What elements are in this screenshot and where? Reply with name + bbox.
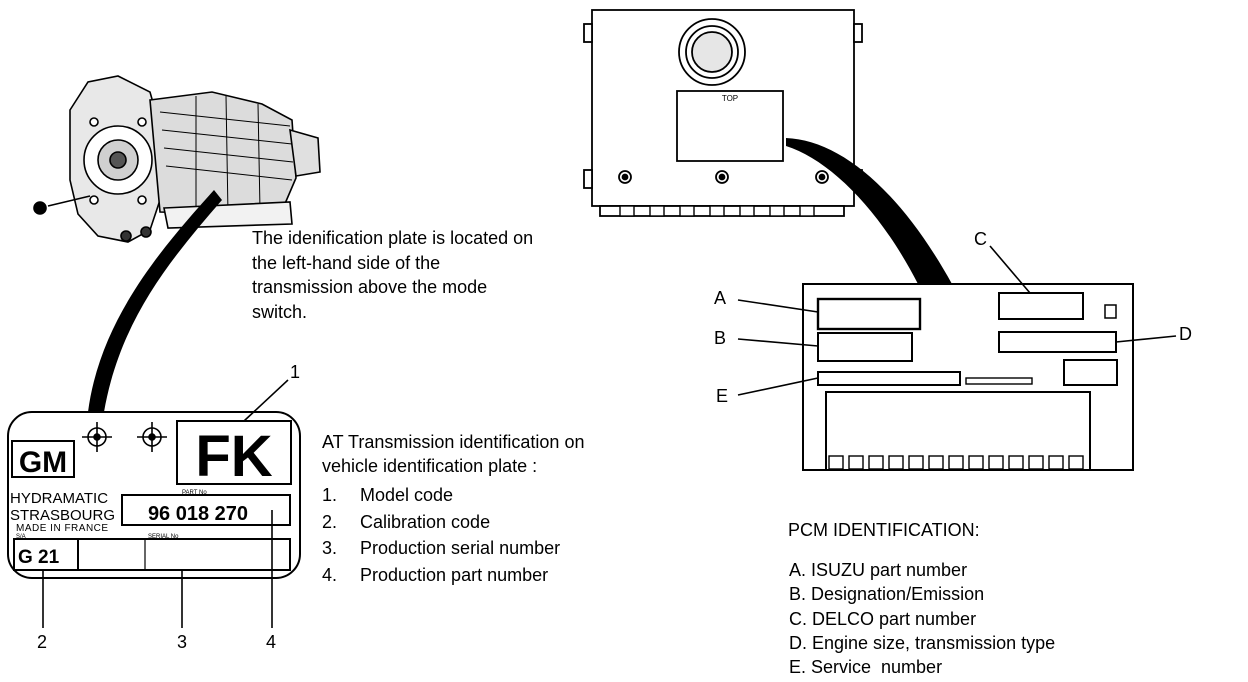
at-legend-num: 2. (322, 511, 338, 532)
callout-3: 3 (177, 632, 187, 652)
pcm-top-label: TOP (722, 94, 738, 103)
plate-sa-code: G 21 (18, 547, 60, 568)
transmission-to-plate-leader (88, 190, 222, 412)
at-legend-num: 3. (322, 538, 338, 558)
pcm-callout-lines (737, 245, 1177, 396)
callout-e: E (716, 386, 728, 406)
pcm-legend-item: E. Service number (789, 657, 943, 678)
plate-sa-label: S/A (16, 534, 26, 540)
transmission-illustration (33, 75, 321, 243)
plate-maker-line3: MADE IN FRANCE (16, 523, 109, 534)
crosshair-icon (137, 422, 167, 452)
at-legend-text: Calibration code (360, 511, 491, 532)
callout-2: 2 (37, 632, 47, 652)
at-legend-title-text: AT Transmission identification on vehicl… (322, 432, 585, 476)
pcm-legend-item: C. DELCO part number (789, 608, 977, 629)
at-legend-item: 3. Production serial number (322, 535, 560, 562)
callout-d: D (1179, 324, 1192, 344)
at-legend-title: AT Transmission identification on vehicl… (322, 430, 622, 478)
plate-model-code-box: FK (195, 424, 272, 489)
at-legend-text: Production part number (360, 564, 549, 585)
callout-4: 4 (266, 632, 276, 652)
at-legend-item: 4. Production part number (322, 562, 560, 589)
plate-serial-label: SERIAL No (148, 534, 179, 540)
pcm-label (802, 283, 1134, 471)
callout-1: 1 (290, 362, 300, 382)
callout-a: A (714, 288, 726, 308)
crosshair-icon (82, 422, 112, 452)
transmission-caption: The idenification plate is located on th… (252, 228, 534, 322)
pcm-legend-item: B. Designation/Emission (789, 584, 985, 605)
at-legend-item: 1. Model code (322, 482, 560, 509)
at-legend-text: Production serial number (360, 538, 561, 558)
pcm-to-label-leader (786, 138, 952, 284)
plate-part-number: 96 018 270 (148, 503, 248, 525)
plate-part-no-label: PART No (182, 490, 207, 496)
at-legend-text: Model code (360, 485, 454, 505)
pcm-label-connector-pins (828, 455, 1084, 470)
pcm-module-illustration (583, 9, 863, 217)
at-legend-num: 4. (322, 564, 338, 585)
pcm-legend-list: A. ISUZU part number B. Designation/Emis… (789, 558, 1055, 679)
plate-maker-line2: STRASBOURG (10, 507, 115, 524)
pcm-legend-item: D. Engine size, transmission type (789, 632, 1056, 653)
at-legend-item: 2. Calibration code (322, 509, 560, 536)
at-legend-list: 1. Model code 2. Calibration code 3. Produc… (322, 482, 560, 588)
plate-gm-logo: GM (19, 446, 67, 479)
callout-c: C (974, 229, 987, 249)
callout-b: B (714, 328, 726, 348)
plate-maker-line1: HYDRAMATIC (10, 490, 108, 507)
at-legend-num: 1. (322, 485, 338, 505)
pcm-legend-item: A. ISUZU part number (789, 560, 968, 580)
identification-plate: GM FK HYDRAMATIC STRASBOURG MADE IN FRAN… (7, 411, 301, 579)
pcm-legend-title: PCM IDENTIFICATION: (788, 520, 980, 540)
plate-callout-lines (42, 379, 289, 628)
